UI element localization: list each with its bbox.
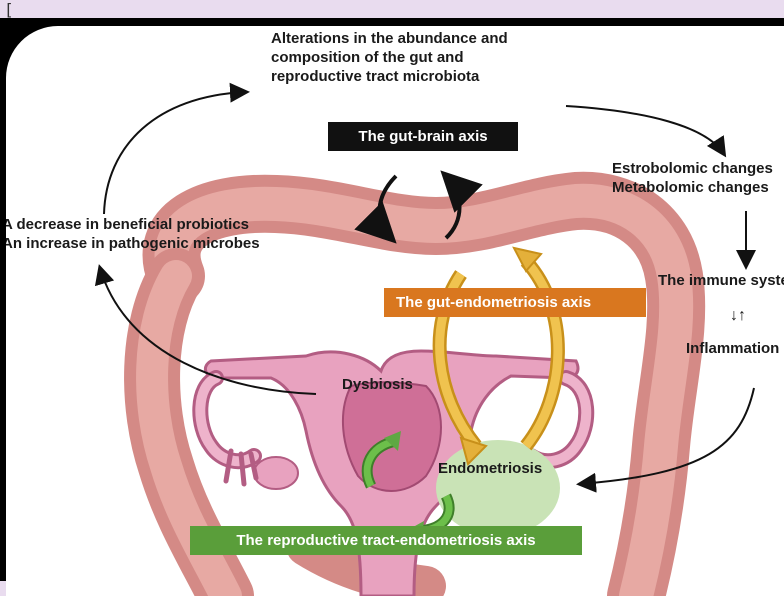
- top-text-line-3: reproductive tract microbiota: [271, 68, 508, 87]
- top-left-bracket-glyph: [: [4, 0, 14, 19]
- omics-changes-text: Estrobolomic changes Metabolomic changes: [612, 160, 773, 198]
- inflammation-text: Inflammation: [686, 340, 779, 359]
- top-text-line-1: Alterations in the abundance and: [271, 30, 508, 49]
- gut-brain-axis-box: The gut-brain axis: [328, 122, 518, 151]
- gut-endometriosis-axis-box: The gut-endometriosis axis: [384, 288, 646, 317]
- reproductive-tract-endometriosis-axis-box: The reproductive tract-endometriosis axi…: [190, 526, 582, 555]
- immune-system-text: The immune system: [658, 272, 784, 291]
- microbe-balance-text: A decrease in beneficial probiotics An i…: [6, 216, 260, 254]
- endometriosis-label: Endometriosis: [438, 460, 542, 479]
- microbiota-alterations-text: Alterations in the abundance and composi…: [271, 30, 508, 86]
- up-down-arrows-text: ↓↑: [730, 306, 746, 326]
- left-text-line-1: A decrease in beneficial probiotics: [6, 216, 260, 235]
- right-text-line-1: Estrobolomic changes: [612, 160, 773, 179]
- left-text-line-2: An increase in pathogenic microbes: [6, 235, 260, 254]
- top-text-line-2: composition of the gut and: [271, 49, 508, 68]
- right-text-line-2: Metabolomic changes: [612, 179, 773, 198]
- dysbiosis-label: Dysbiosis: [342, 376, 413, 395]
- diagram-panel: Alterations in the abundance and composi…: [6, 26, 784, 596]
- endometriosis-blob: [436, 440, 560, 536]
- image-frame: Alterations in the abundance and composi…: [0, 18, 784, 581]
